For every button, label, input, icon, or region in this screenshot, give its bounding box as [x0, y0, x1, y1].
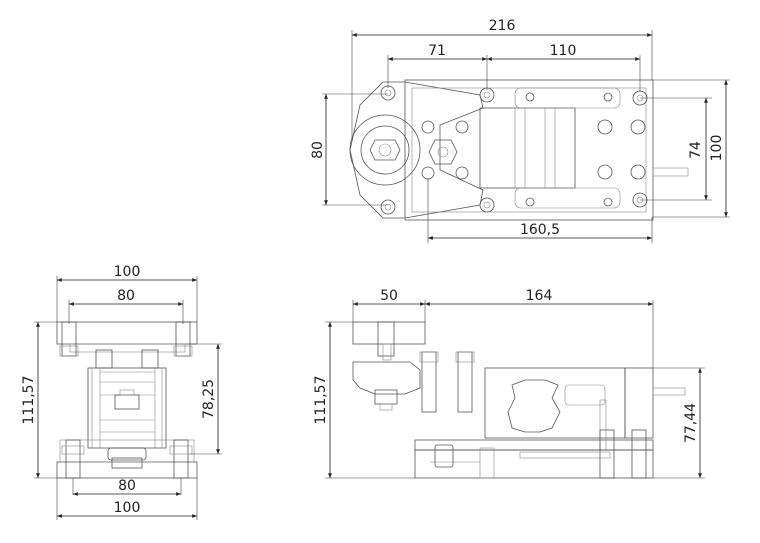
dim-front-height-111-57: 111,57: [21, 376, 37, 425]
cup-housing-outer: [349, 114, 421, 186]
dim-side-50: 50: [380, 288, 398, 304]
top-bolts: [380, 85, 648, 215]
dim-front-78-25: 78,25: [201, 379, 217, 419]
dim-top-110: 110: [550, 43, 577, 59]
dim-side-77-44: 77,44: [683, 403, 699, 443]
dim-front-top-80: 80: [117, 288, 135, 304]
top-view: 216 71 110 80 74 100 160,5: [310, 18, 730, 243]
dim-front-top-100: 100: [114, 264, 141, 280]
dim-top-160-5: 160,5: [520, 222, 560, 238]
dim-side-164: 164: [526, 288, 553, 304]
dim-front-bottom-80: 80: [118, 478, 136, 494]
dim-top-71: 71: [428, 43, 446, 59]
dim-side-height-111-57: 111,57: [313, 376, 329, 425]
dim-top-100: 100: [709, 135, 725, 162]
dim-top-216: 216: [489, 18, 516, 34]
front-view: 100 80 111,57 78,25 80 100: [21, 264, 222, 520]
dim-top-80: 80: [310, 141, 326, 159]
dim-top-74: 74: [688, 141, 704, 159]
side-view: 50 164 111,57 77,44: [313, 288, 705, 479]
dim-front-bottom-100: 100: [114, 500, 141, 516]
